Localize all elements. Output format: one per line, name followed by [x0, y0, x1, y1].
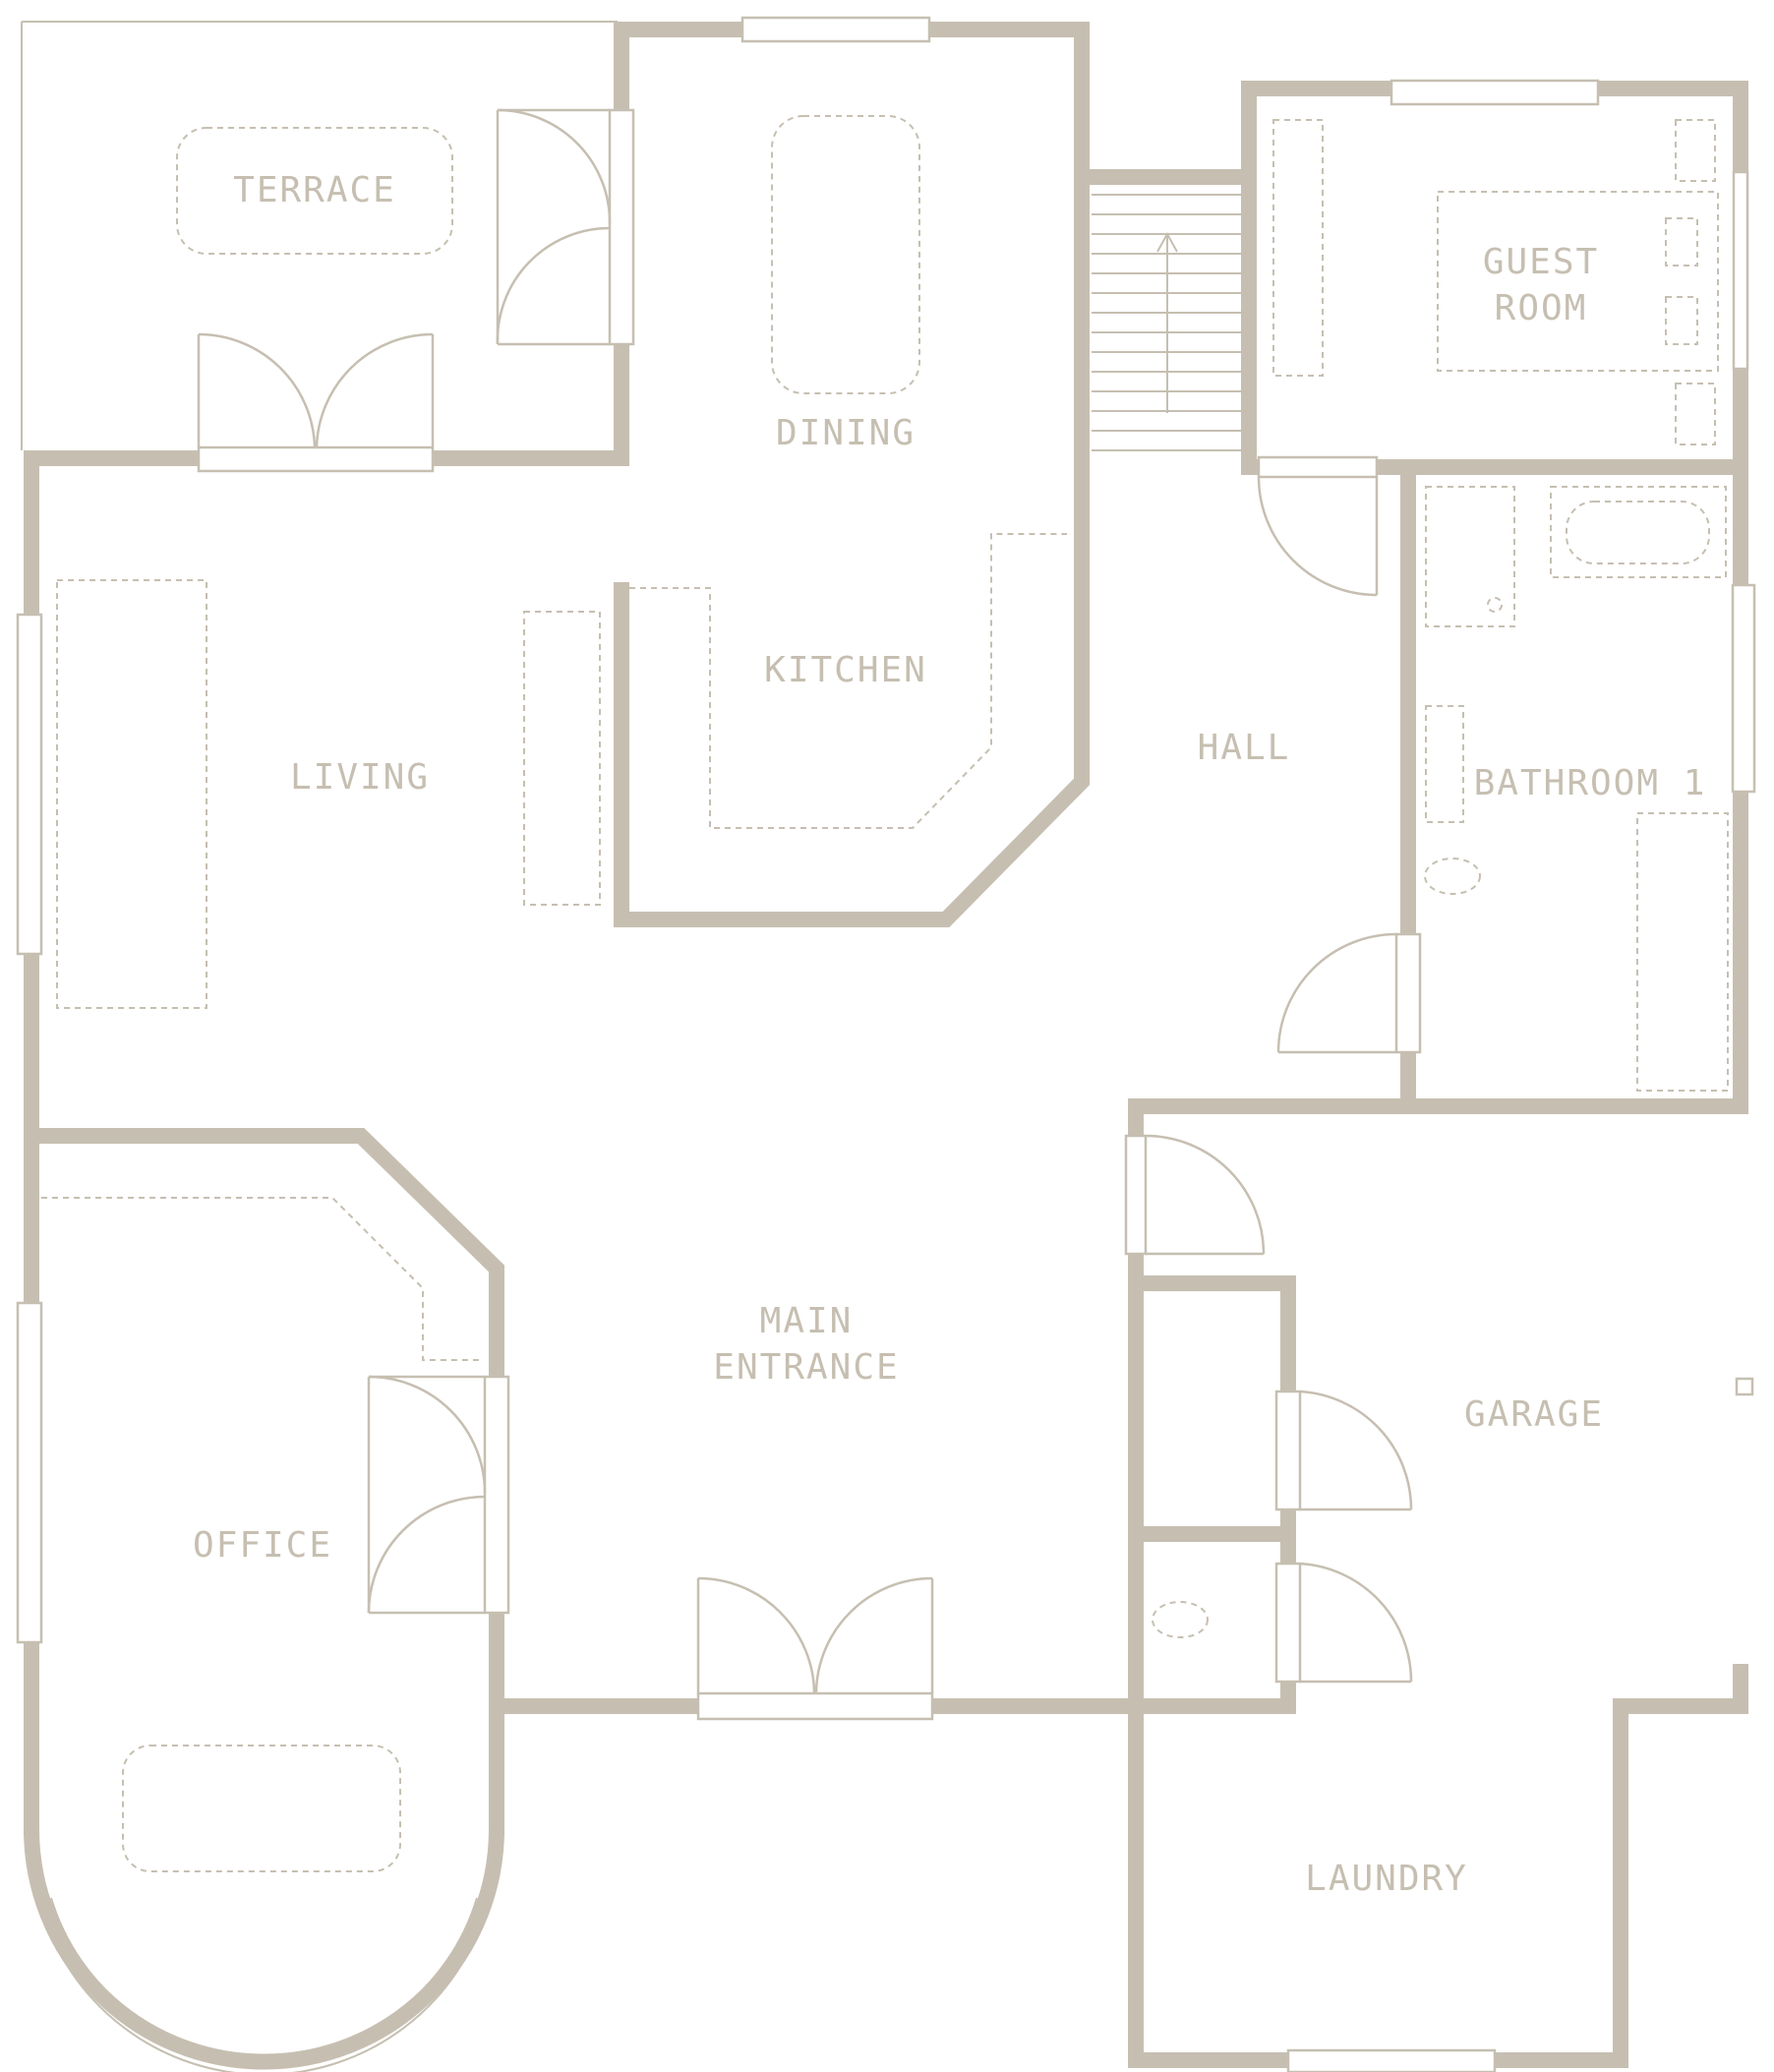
- label-laundry: LAUNDRY: [1305, 1859, 1468, 1899]
- label-main-entrance-1: MAIN: [760, 1301, 854, 1341]
- terrace-seating: [176, 127, 453, 255]
- window-living: [16, 613, 43, 956]
- label-guest-room-2: ROOM: [1495, 288, 1588, 328]
- office-desk: [41, 1197, 484, 1361]
- office-bay-window: [40, 1907, 488, 2072]
- windows: [16, 16, 1756, 2072]
- label-bathroom: BATHROOM 1: [1474, 763, 1707, 803]
- guest-nightstand-3: [1665, 296, 1698, 345]
- door-closet-2[interactable]: [1274, 1562, 1413, 1684]
- window-office: [16, 1301, 43, 1644]
- label-garage: GARAGE: [1464, 1394, 1604, 1435]
- label-dining: DINING: [776, 413, 916, 453]
- door-terrace-east[interactable]: [496, 108, 635, 346]
- bathroom-vanity: [1425, 705, 1464, 823]
- kitchen-counter: [629, 533, 1067, 829]
- door-garage[interactable]: [1124, 1134, 1266, 1256]
- furniture: [41, 115, 1729, 1872]
- door-terrace-south[interactable]: [197, 332, 435, 473]
- label-terrace: TERRACE: [233, 170, 396, 210]
- door-office[interactable]: [367, 1375, 510, 1615]
- doors: [197, 108, 1422, 1721]
- door-bathroom[interactable]: [1276, 932, 1422, 1054]
- guest-nightstand-2: [1665, 217, 1698, 266]
- label-main-entrance-2: ENTRANCE: [713, 1347, 899, 1388]
- toilet-2: [1152, 1601, 1209, 1638]
- dining-table: [771, 115, 920, 394]
- window-guest-room: [1390, 79, 1600, 106]
- guest-nightstand-1: [1675, 119, 1716, 182]
- room-labels: TERRACE DINING KITCHEN LIVING GUEST ROOM…: [193, 170, 1707, 1899]
- door-closet-1[interactable]: [1274, 1390, 1413, 1511]
- label-living: LIVING: [290, 757, 430, 798]
- living-console: [523, 611, 601, 906]
- window-guest-room-east: [1732, 170, 1749, 371]
- door-guest-room[interactable]: [1257, 455, 1379, 597]
- bathroom-counter: [1636, 812, 1729, 1092]
- guest-bed: [1437, 191, 1719, 372]
- label-hall: HALL: [1198, 728, 1291, 768]
- walls: [23, 22, 1748, 2070]
- office-table: [122, 1745, 401, 1872]
- toilet-1: [1424, 858, 1481, 895]
- shower: [1425, 486, 1515, 627]
- label-office: OFFICE: [193, 1525, 332, 1566]
- guest-nightstand-4: [1675, 383, 1716, 445]
- stair-arrow-head: [1156, 231, 1178, 253]
- window-laundry: [1286, 2048, 1497, 2072]
- window-bathroom: [1731, 583, 1756, 794]
- door-main-entrance[interactable]: [696, 1576, 934, 1721]
- garage-marker: [1735, 1377, 1754, 1396]
- label-kitchen: KITCHEN: [764, 650, 927, 690]
- bathtub: [1550, 486, 1727, 578]
- terrace-outline: [21, 21, 618, 450]
- stairs: [1092, 194, 1241, 451]
- living-sofa: [56, 579, 207, 1009]
- guest-wardrobe: [1272, 119, 1324, 377]
- label-guest-room-1: GUEST: [1483, 242, 1599, 282]
- window-dining: [740, 16, 931, 43]
